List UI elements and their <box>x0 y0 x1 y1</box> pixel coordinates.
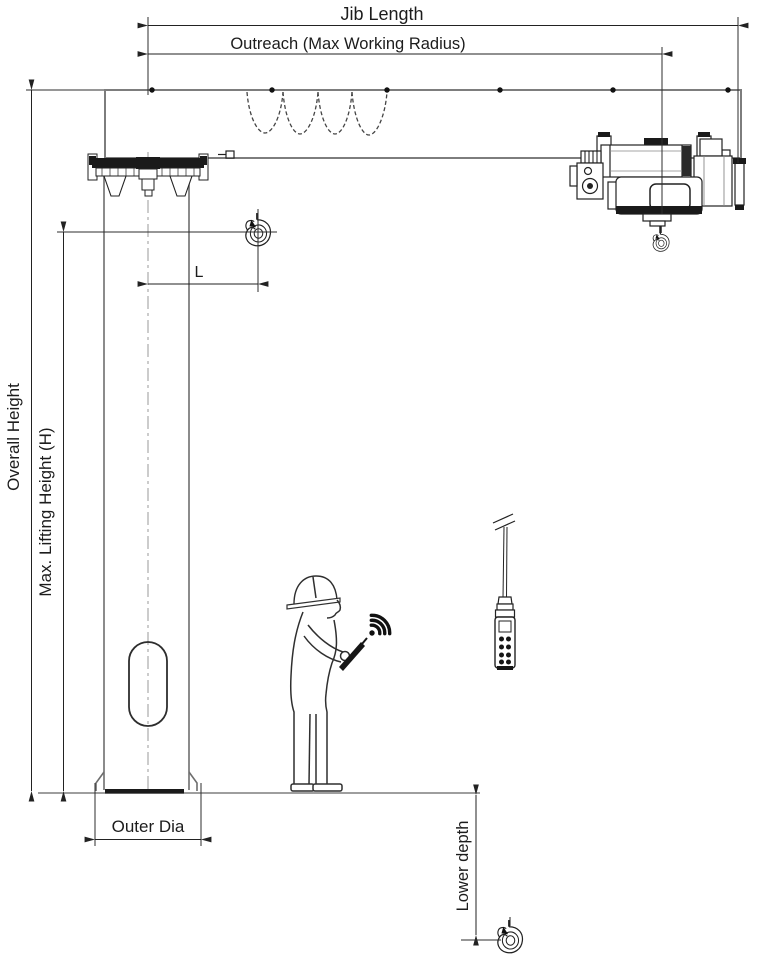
jib-length-label: Jib Length <box>340 4 423 24</box>
column <box>95 152 198 794</box>
overall-height-label: Overall Height <box>4 383 23 491</box>
outreach-dimension <box>137 47 673 214</box>
pendant-control <box>492 513 516 670</box>
max-lifting-height-dimension <box>57 221 277 802</box>
slewing-head <box>87 153 209 197</box>
base-flare-right <box>188 771 198 791</box>
overall-height-dimension <box>26 79 104 802</box>
outreach-label: Outreach (Max Working Radius) <box>230 35 465 53</box>
festoon-trolley-dots <box>149 87 731 93</box>
hoist-drum <box>600 144 692 178</box>
lower-depth-dimension <box>461 784 501 946</box>
hook-offset-label: L <box>195 264 204 281</box>
hoist-trolley <box>569 132 746 233</box>
wifi-icon <box>369 613 392 636</box>
outer-dia-label: Outer Dia <box>112 817 185 836</box>
remote-control <box>339 642 365 671</box>
hook-offset-dimension <box>137 209 269 292</box>
base-plate <box>105 789 184 794</box>
operator-figure <box>286 575 392 792</box>
face-profile <box>326 599 342 619</box>
outer-dia-dimension <box>84 783 212 846</box>
festoon-cable <box>246 91 388 136</box>
max-lifting-height-label: Max. Lifting Height (H) <box>36 427 55 596</box>
lower-depth-label: Lower depth <box>454 821 472 912</box>
hoist-hook-icon <box>652 229 670 252</box>
base-flare-left <box>95 771 105 791</box>
access-hole <box>128 641 168 727</box>
